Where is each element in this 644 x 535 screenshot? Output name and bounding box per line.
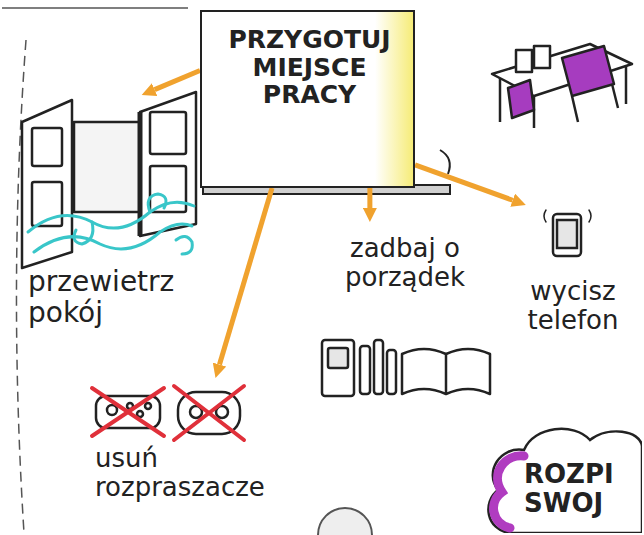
window-drawing (32, 128, 62, 166)
wind-curtain (148, 194, 166, 212)
gamepad-drawing (137, 411, 143, 417)
lamp-drawing (318, 508, 372, 535)
note-text: przewietrz pokój (28, 267, 213, 329)
window-drawing (22, 92, 196, 268)
cross-out (92, 386, 244, 440)
wind-curtain (74, 222, 93, 244)
arrow-connector (367, 188, 372, 208)
board-node: PRZYGOTUJ MIEJSCE PRACY (200, 10, 415, 188)
board-tray (440, 150, 450, 174)
tip-note: przewietrz pokój (10, 95, 219, 365)
stationery-drawing (360, 346, 370, 394)
arrow-connector (220, 188, 273, 365)
note-text: zadbaj o porządek (321, 234, 489, 291)
lamp-drawing (318, 508, 372, 535)
stationery-drawing (322, 340, 490, 396)
frame-line (2, 7, 188, 9)
cross-out (92, 388, 164, 436)
desk-drawing (516, 50, 532, 72)
frame-line (16, 40, 26, 533)
phone-drawing (557, 220, 577, 248)
gamepad-drawing (96, 392, 240, 434)
cross-out (174, 386, 244, 440)
phone-drawing (589, 210, 591, 222)
heading-text: PRZYGOTUJ MIEJSCE PRACY (222, 26, 397, 109)
note-text: usuń rozpraszacze (95, 444, 310, 501)
stationery-drawing (387, 350, 396, 394)
tip-note: zadbaj o porządek (315, 222, 495, 402)
cross-out (174, 386, 244, 440)
desk-drawing (612, 84, 618, 108)
arrow-connector (415, 165, 513, 200)
stationery-drawing (402, 349, 490, 394)
desk-drawing (572, 96, 578, 122)
wind-curtain (28, 194, 194, 254)
stationery-drawing (374, 340, 383, 394)
tip-note: usuń rozpraszacze (85, 378, 316, 530)
cloud-shading (494, 456, 524, 528)
cloud-shape (488, 429, 642, 533)
desk-drawing (499, 78, 502, 122)
arrow-connector (155, 71, 200, 90)
tip-note: wycisz telefon (505, 205, 644, 355)
gamepad-drawing (107, 405, 117, 415)
wind-curtain (176, 236, 192, 254)
wind-curtain (34, 224, 192, 252)
stationery-drawing (445, 354, 448, 394)
phone-drawing (544, 210, 591, 256)
stationery-drawing (328, 348, 348, 368)
phone-drawing (544, 210, 546, 222)
window-drawing (150, 112, 186, 154)
window-drawing (150, 166, 186, 212)
phone-drawing (553, 214, 581, 256)
cross-out (92, 388, 164, 436)
desk-drawing (492, 44, 632, 128)
desk-drawing (625, 66, 628, 104)
gamepad-drawing (145, 403, 151, 409)
note-text: ROZPI SWOJ (524, 460, 634, 517)
desk-drawing (508, 80, 534, 118)
desk-drawing (534, 46, 550, 68)
desk-drawing (562, 46, 614, 96)
stationery-drawing (322, 340, 354, 396)
cloud-note: ROZPI SWOJ (480, 420, 642, 533)
note-text: wycisz telefon (508, 277, 638, 334)
